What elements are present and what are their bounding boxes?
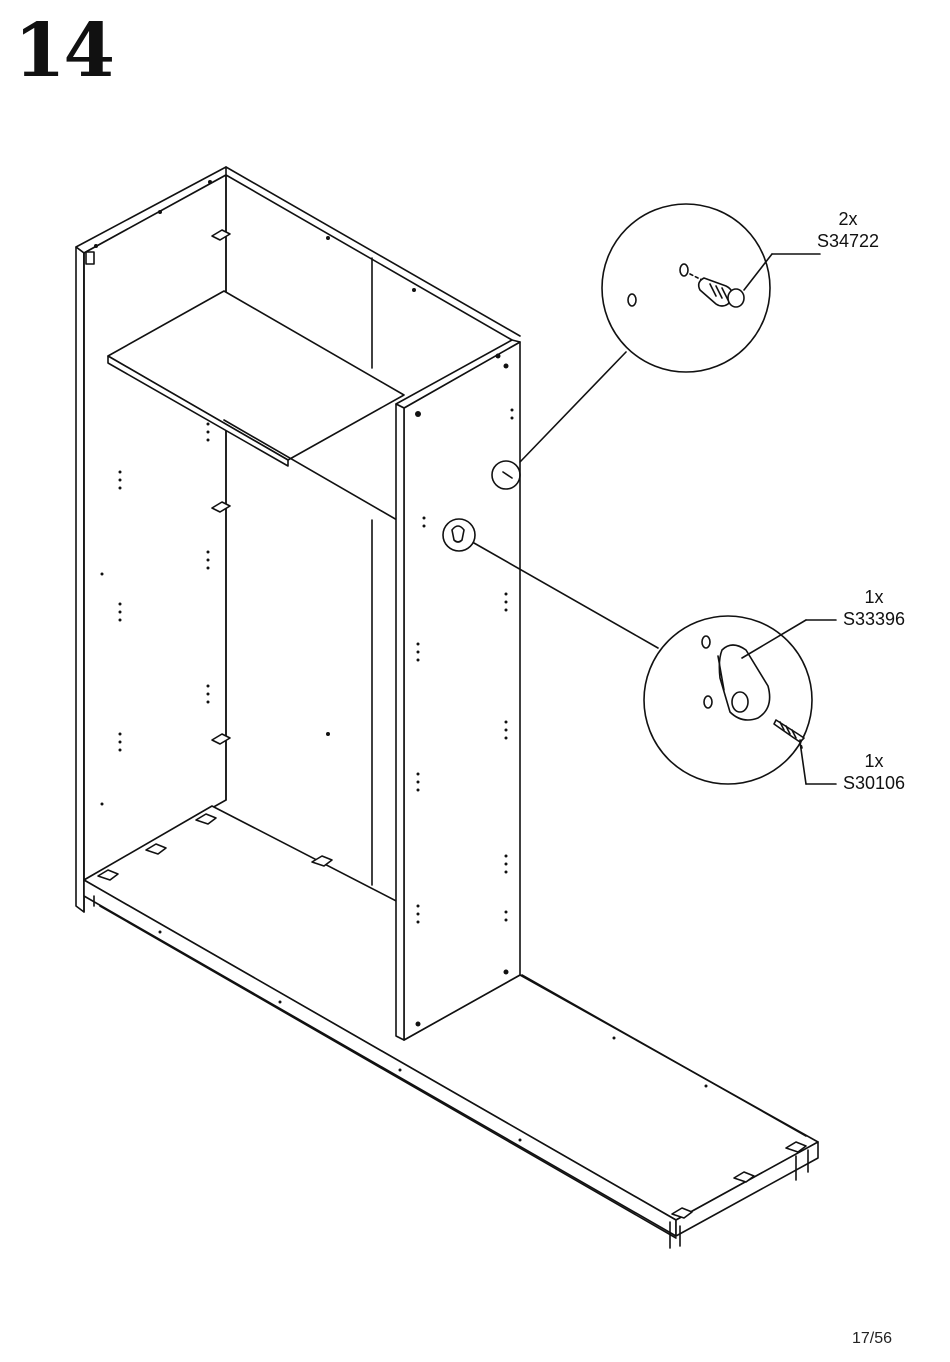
part-qty: 1x [834, 750, 914, 772]
part-qty: 1x [834, 586, 914, 608]
part-code: S34722 [808, 230, 888, 252]
page-number: 17/56 [852, 1330, 892, 1348]
part-code: S30106 [834, 772, 914, 794]
part-label-screw: 1x S30106 [834, 750, 914, 794]
part-label-rail-support: 1x S33396 [834, 586, 914, 630]
part-label-dowel: 2x S34722 [808, 208, 888, 252]
part-code: S33396 [834, 608, 914, 630]
left-side-panel [76, 167, 226, 912]
part-qty: 2x [808, 208, 888, 230]
divider-panel [396, 340, 520, 1040]
detail-dowel [602, 204, 820, 372]
detail-rail-support [644, 616, 836, 784]
